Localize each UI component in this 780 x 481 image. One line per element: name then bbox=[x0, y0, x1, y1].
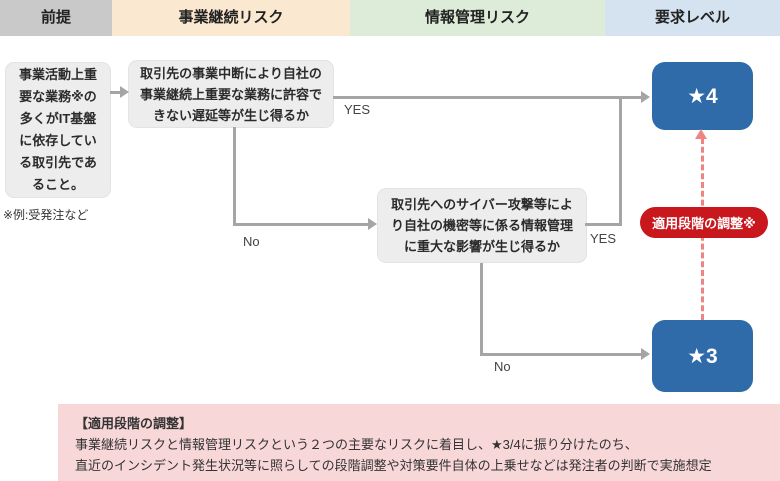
adjustment-badge: 適用段階の調整※ bbox=[640, 207, 768, 238]
header-col-premise: 前提 bbox=[0, 0, 112, 36]
yes-label-q2: YES bbox=[590, 231, 617, 246]
connector-q1-yes-to-level4 bbox=[333, 96, 642, 99]
header-col-business-continuity-risk: 事業継続リスク bbox=[112, 0, 350, 36]
level-3-box: ★3 bbox=[652, 320, 753, 392]
connector-premise-to-q1 bbox=[110, 91, 121, 94]
yes-label-q1: YES bbox=[344, 102, 371, 117]
connector-q2-no-horizontal bbox=[480, 353, 642, 356]
connector-q2-yes-horizontal bbox=[585, 223, 622, 226]
connector-q2-yes-vertical bbox=[619, 98, 622, 226]
info-question-box: 取引先へのサイバー攻撃等により自社の機密等に係る情報管理に重大な影響が生じ得るか bbox=[377, 188, 587, 263]
connector-q1-no-horizontal bbox=[233, 223, 369, 226]
arrowhead-q1-no bbox=[368, 218, 377, 230]
header-col-information-management-risk: 情報管理リスク bbox=[350, 0, 605, 36]
premise-note: ※例:受発注など bbox=[3, 208, 89, 222]
footnote-line-1: 事業継続リスクと情報管理リスクという２つの主要なリスクに着目し、★3/4に振り分… bbox=[75, 437, 638, 452]
connector-q2-no-vertical bbox=[480, 263, 483, 356]
connector-q1-no-vertical bbox=[233, 127, 236, 226]
continuity-question-box: 取引先の事業中断により自社の事業継続上重要な業務に許容できない遅延等が生じ得るか bbox=[128, 60, 334, 128]
footnote-line-2: 直近のインシデント発生状況等に照らしての段階調整や対策要件自体の上乗せなどは発注… bbox=[75, 458, 712, 473]
level-4-box: ★4 bbox=[652, 62, 753, 130]
premise-box: 事業活動上重要な業務※の多くがIT基盤に依存している取引先であること。 bbox=[5, 62, 111, 198]
arrowhead-q1-yes bbox=[641, 91, 650, 103]
footnote-panel: 【適用段階の調整】 事業継続リスクと情報管理リスクという２つの主要なリスクに着目… bbox=[58, 404, 780, 481]
no-label-q2: No bbox=[494, 359, 511, 374]
footnote-title: 【適用段階の調整】 bbox=[75, 416, 193, 431]
adjustment-arrowhead-up bbox=[695, 129, 707, 139]
arrowhead-premise-to-q1 bbox=[120, 86, 129, 98]
no-label-q1: No bbox=[243, 234, 260, 249]
arrowhead-q2-no bbox=[641, 348, 650, 360]
header-col-required-level: 要求レベル bbox=[605, 0, 780, 36]
